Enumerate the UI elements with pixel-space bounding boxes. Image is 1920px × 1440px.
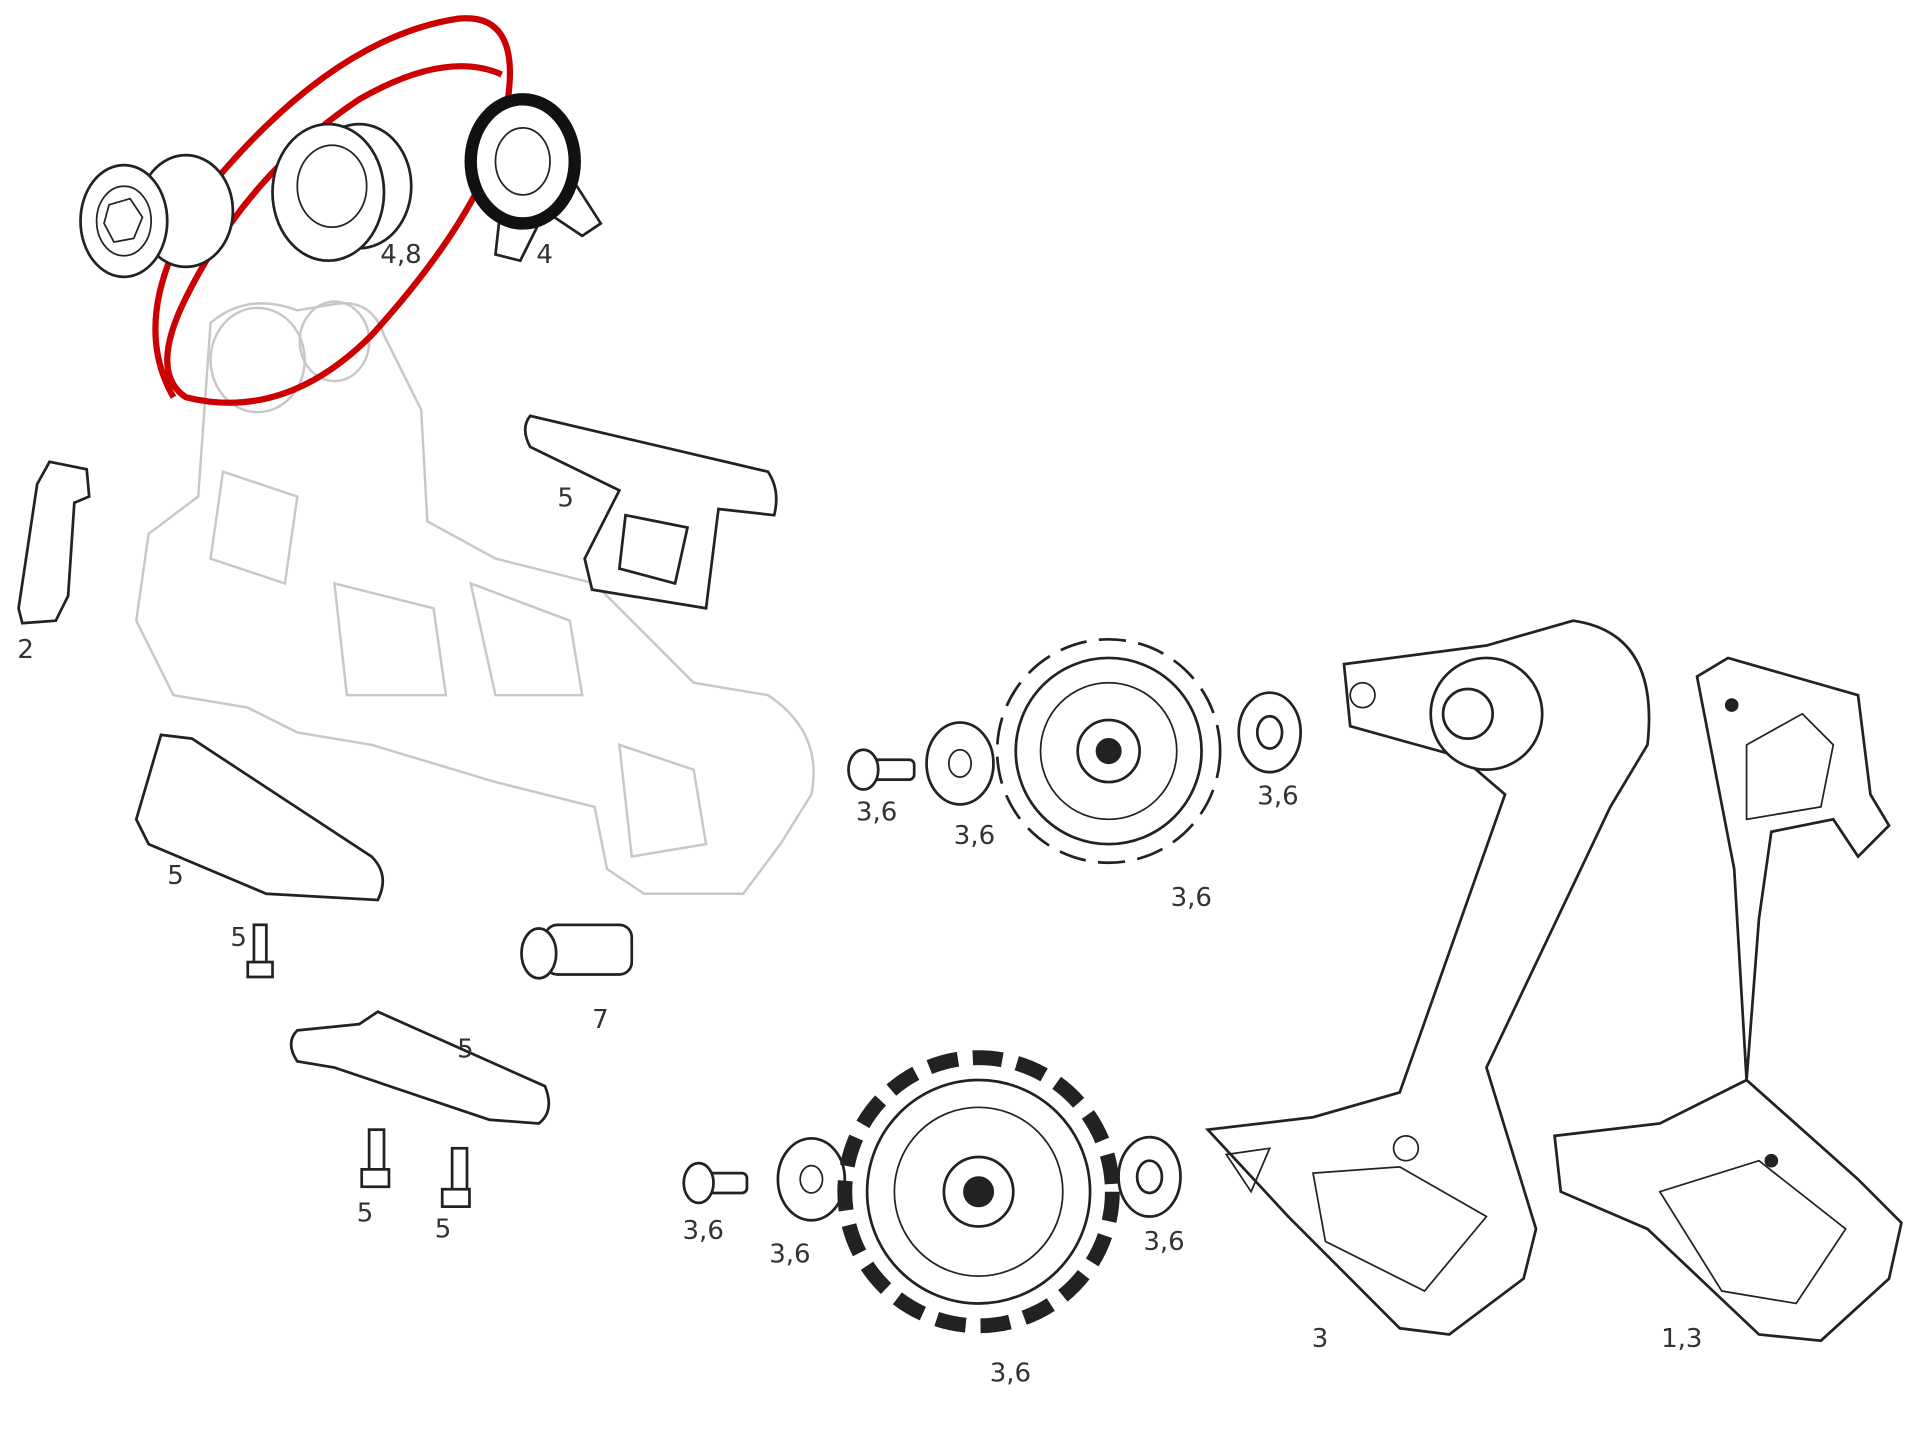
label-lower-link-cover: 5: [457, 1035, 474, 1065]
bushing: [271, 122, 413, 263]
upper-pulley: [995, 637, 1222, 865]
upper-pulley-inner-washer: [1237, 691, 1303, 774]
barrel-adjuster: [520, 923, 634, 980]
lower-pulley-bolt: [682, 1161, 749, 1205]
upper-guard: [523, 414, 778, 610]
label-upper-pulley-bolt: 3,6: [856, 798, 897, 828]
label-lower-pulley-bolt: 3,6: [683, 1216, 724, 1246]
lower-guard: [134, 733, 385, 902]
label-cover-screw-b: 5: [435, 1215, 452, 1245]
lower-pulley-inner-washer: [1117, 1135, 1182, 1218]
upper-pulley-bolt: [847, 748, 916, 791]
outer-cage: [1553, 656, 1903, 1343]
inner-cage: [1204, 619, 1651, 1336]
label-lower-pulley: 3,6: [990, 1359, 1031, 1389]
label-guard-screw: 5: [230, 923, 247, 953]
lower-link-cover: [289, 1010, 551, 1125]
label-cover-screw-a: 5: [357, 1198, 374, 1228]
b-knuckle-washer: [464, 93, 603, 263]
derailleur-body-ghost: [134, 300, 815, 896]
label-upper-pulley-washer-out: 3,6: [954, 821, 995, 851]
label-cable-guide-clip: 2: [17, 635, 34, 665]
label-upper-guard: 5: [557, 483, 574, 513]
cable-guide-clip: [17, 460, 91, 625]
label-upper-pulley-washer-in: 3,6: [1257, 781, 1298, 811]
label-lower-pulley-washer-in: 3,6: [1143, 1227, 1184, 1257]
label-bolt-bushing: 4,8: [380, 240, 421, 270]
lower-pulley-washer: [776, 1136, 847, 1222]
label-inner-cage: 3: [1312, 1324, 1329, 1354]
upper-pulley-washer: [925, 721, 995, 806]
label-lower-guard: 5: [167, 861, 184, 891]
cover-screw: [360, 1128, 391, 1189]
lower-pulley: [837, 1050, 1120, 1334]
label-lower-pulley-washer-out: 3,6: [769, 1239, 810, 1269]
label-barrel-adjuster: 7: [592, 1005, 609, 1035]
cover-screw: [440, 1146, 471, 1208]
label-upper-pulley: 3,6: [1171, 883, 1212, 913]
main-pivot-bolt: [79, 153, 235, 279]
label-outer-cage: 1,3: [1661, 1324, 1702, 1354]
label-b-knuckle-washer: 4: [536, 240, 553, 270]
guard-screw: [246, 923, 274, 979]
